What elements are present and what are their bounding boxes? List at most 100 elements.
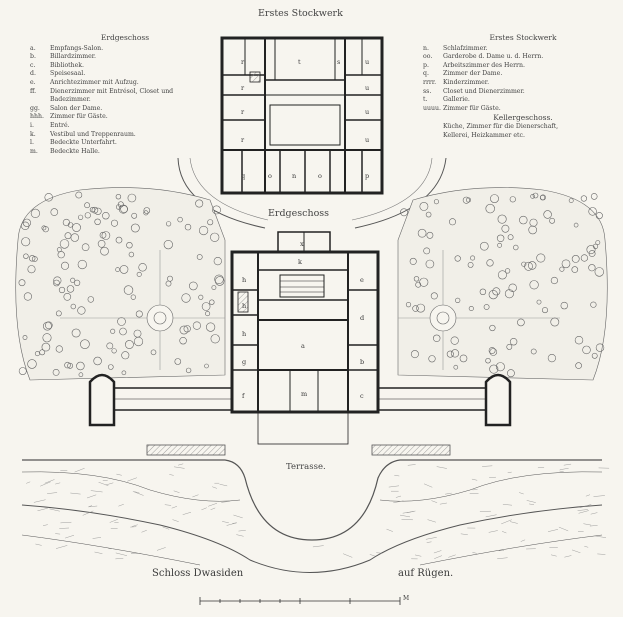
tree-mark [405, 302, 412, 308]
legend-text: Entré. [50, 121, 70, 129]
tree-mark [488, 347, 496, 354]
tree-mark [111, 348, 117, 354]
tree-mark [506, 369, 515, 378]
rock-stroke [208, 503, 218, 507]
tree-mark [497, 214, 507, 224]
rock-stroke [116, 473, 122, 476]
room-letter: d [360, 314, 365, 322]
tree-mark [163, 240, 173, 250]
tree-mark [55, 345, 63, 353]
legend-key: p. [423, 61, 429, 69]
rock-stroke [37, 508, 48, 511]
tree-mark [492, 287, 501, 296]
rock-stroke [86, 494, 97, 499]
rock-stroke [550, 554, 557, 557]
rock-stroke [393, 500, 404, 503]
tree-mark [124, 340, 134, 349]
rock-stroke [171, 506, 178, 509]
rock-stroke [472, 552, 477, 554]
tree-mark [93, 356, 102, 366]
tree-mark [71, 328, 81, 338]
rock-stroke [520, 539, 526, 542]
room-letter: u [365, 58, 370, 66]
legend-text: Kinderzimmer. [443, 78, 490, 86]
tree-mark [27, 265, 36, 274]
tree-mark [63, 292, 72, 301]
tree-mark [67, 362, 73, 369]
rock-stroke [395, 495, 402, 498]
legend-text: Bedeckte Unterfahrt. [50, 139, 117, 147]
legend-key: gg. [30, 104, 40, 112]
rock-stroke [74, 468, 85, 473]
ground-floor-title: Erdgeschoss [268, 208, 330, 219]
tree-mark [450, 349, 460, 358]
tree-mark [18, 367, 27, 375]
tree-mark [174, 358, 182, 365]
rock-stroke [134, 491, 140, 494]
tree-mark [595, 240, 601, 245]
rock-stroke [238, 530, 246, 532]
tree-mark [410, 350, 419, 359]
tree-mark [425, 211, 432, 218]
rock-stroke [526, 500, 536, 503]
tree-mark [133, 336, 144, 347]
rock-stroke [583, 523, 592, 526]
tree-mark [101, 231, 111, 240]
tree-mark [425, 259, 435, 269]
room-letter: x [300, 240, 304, 248]
legend-entry: a.Empfangs-Salon. [30, 45, 220, 54]
legend-key: uuuu. [423, 104, 441, 112]
tree-mark [530, 194, 535, 199]
rock-stroke [49, 508, 60, 512]
tree-mark [195, 199, 204, 208]
tree-mark [595, 343, 605, 352]
tree-mark [400, 208, 408, 217]
legend-key: a. [30, 44, 36, 52]
rock-stroke [564, 555, 572, 558]
tree-mark [497, 270, 507, 280]
tree-mark [60, 261, 69, 270]
cellar-heading: Kellergeschoss. [493, 113, 553, 123]
tree-mark [423, 247, 431, 255]
rock-stroke [407, 464, 416, 466]
tree-mark [70, 233, 80, 242]
tree-mark [560, 301, 568, 310]
tree-mark [507, 234, 514, 241]
tree-mark [75, 191, 83, 199]
rock-stroke [488, 530, 498, 533]
tree-mark [573, 222, 579, 228]
tree-mark [213, 257, 222, 266]
rock-stroke [219, 484, 228, 487]
tree-mark [568, 198, 574, 203]
tree-mark [70, 303, 77, 310]
rock-stroke [507, 471, 512, 473]
tree-mark [84, 212, 91, 219]
tree-mark [57, 251, 65, 259]
legend-key: c. [30, 61, 36, 69]
tree-mark [517, 318, 525, 327]
tree-mark [215, 276, 225, 286]
tree-mark [571, 266, 579, 273]
rock-hatching [26, 463, 610, 560]
rock-stroke [399, 514, 411, 518]
rock-stroke [35, 543, 42, 546]
tree-mark [58, 286, 66, 294]
tree-mark [94, 218, 101, 226]
legend-key: q. [423, 70, 429, 78]
rock-stroke [579, 504, 592, 508]
tree-mark [506, 343, 513, 350]
tree-mark [67, 222, 74, 228]
tree-mark [18, 279, 26, 287]
legend-text: Speisesaal. [50, 70, 86, 78]
rock-stroke [482, 465, 493, 467]
tree-mark [77, 306, 86, 315]
legend-text: Schlafzimmer. [443, 44, 488, 52]
tree-mark [521, 261, 527, 267]
tree-mark [479, 288, 487, 295]
tree-mark [513, 244, 519, 251]
rock-stroke [593, 495, 605, 497]
legend-entry: t.Gallerie. [423, 96, 623, 105]
legend-text: Garderobe d. Dame u. d. Herrn. [443, 53, 544, 61]
tree-mark [468, 305, 474, 311]
legend-text: Zimmer für Gäste. [443, 104, 501, 112]
